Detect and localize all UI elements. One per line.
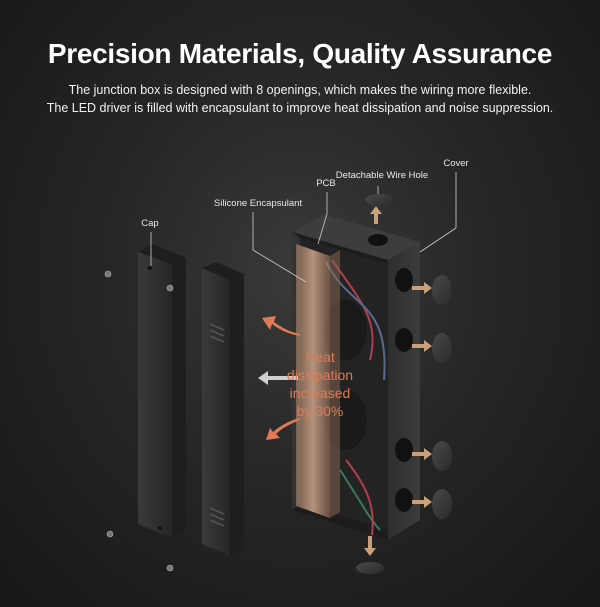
detach-arrows <box>364 206 432 556</box>
inner-panel <box>202 262 244 556</box>
subtitle-line-2: The LED driver is filled with encapsulan… <box>46 101 554 115</box>
callout-lines <box>150 172 457 283</box>
heat-line-4: by 30% <box>297 403 344 419</box>
callout-silicone: Silicone Encapsulant <box>214 198 303 209</box>
cap-panel <box>138 244 186 538</box>
screws <box>104 270 174 572</box>
subtitle-line-1: The junction box is designed with 8 open… <box>68 83 532 97</box>
heat-arrows <box>258 316 300 440</box>
heat-line-3: increased <box>290 385 351 401</box>
page-title: Precision Materials, Quality Assurance <box>47 38 553 69</box>
silicone-encapsulant <box>296 244 340 518</box>
callout-cover: Cover <box>443 158 468 169</box>
heat-line-2: dissipation <box>287 367 353 383</box>
callout-cap: Cap <box>141 218 158 229</box>
callout-wire-hole: Detachable Wire Hole <box>336 170 428 181</box>
heat-line-1: Heat <box>305 349 335 365</box>
callout-pcb: PCB <box>316 178 336 189</box>
hole-plugs <box>356 194 452 574</box>
heat-dissipation-text: Heat dissipation increased by 30% <box>287 349 353 419</box>
